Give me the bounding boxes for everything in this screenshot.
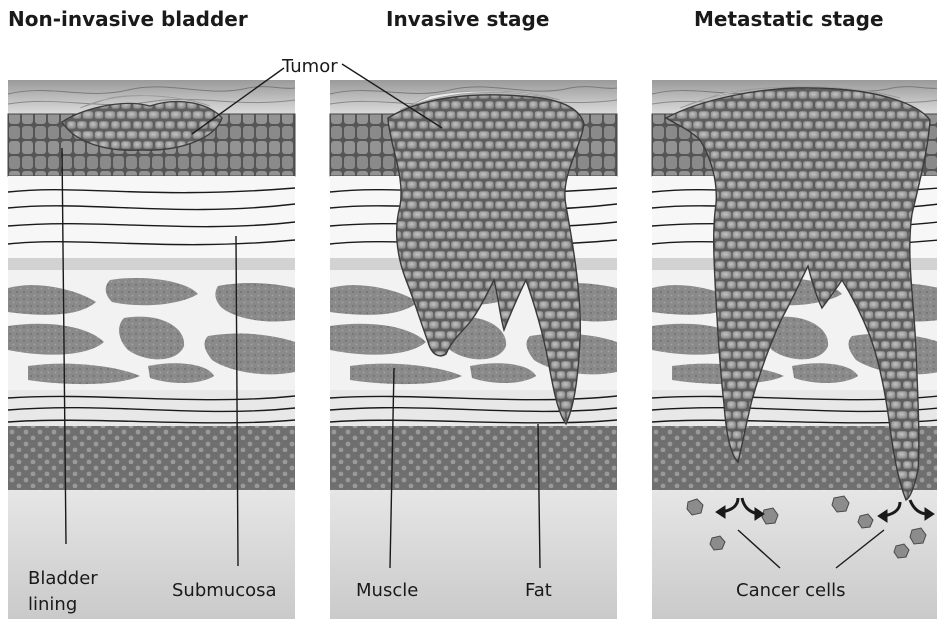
label-bladder-lining-line1: Bladder <box>28 568 98 589</box>
panel-title-invasive: Invasive stage <box>386 7 549 31</box>
panel-title-metastatic: Metastatic stage <box>694 7 884 31</box>
label-submucosa: Submucosa <box>172 580 277 601</box>
panel-non-invasive <box>8 80 295 619</box>
panel-metastatic <box>652 80 937 619</box>
label-cancer-cells: Cancer cells <box>736 580 845 601</box>
label-bladder-lining-line2: lining <box>28 594 77 615</box>
label-muscle: Muscle <box>356 580 418 601</box>
label-fat: Fat <box>525 580 552 601</box>
label-tumor: Tumor <box>281 56 338 77</box>
panel-title-non-invasive: Non-invasive bladder <box>8 7 248 31</box>
panel-invasive <box>330 80 617 619</box>
